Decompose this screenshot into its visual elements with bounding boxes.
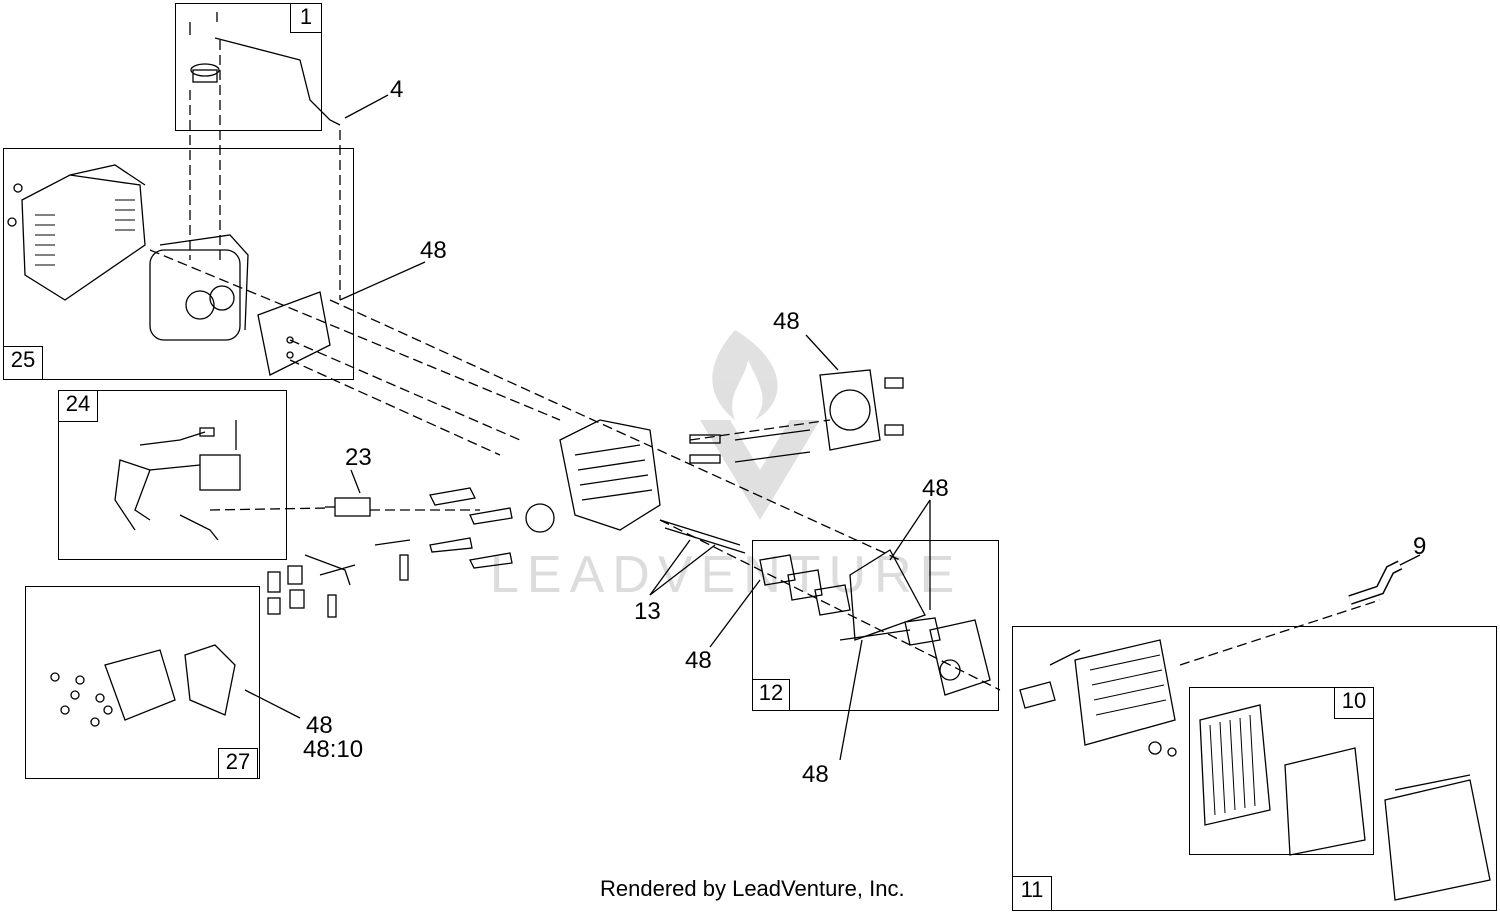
group-tag-24: 24: [58, 390, 98, 422]
callout-23: 23: [345, 444, 372, 471]
group-box-25: [3, 148, 354, 380]
group-box-1: [175, 3, 322, 131]
spark-plug-part: [325, 487, 555, 569]
watermark-logo: [700, 330, 820, 520]
group-tag-10: 10: [1334, 687, 1374, 719]
callout-13: 13: [634, 598, 661, 625]
air-filter-element-part: [1199, 704, 1366, 856]
group-box-10: [1189, 687, 1374, 855]
cylinder-head-part: [559, 419, 811, 531]
push-rods-part: [659, 519, 746, 554]
group-box-11: [1012, 626, 1497, 911]
callout-48-carb-bottom: 48: [802, 761, 829, 788]
carburetor-part: [759, 549, 991, 696]
callout-4: 4: [390, 76, 404, 103]
diagram-lines: [7, 12, 1491, 901]
callout-48-head-gasket: 48: [773, 308, 800, 335]
callout-48-10: 48:10: [303, 736, 364, 763]
callout-48-valve-cover: 48: [306, 712, 333, 739]
group-tag-12: 12: [752, 679, 790, 711]
group-box-12: [752, 540, 999, 711]
group-tag-27: 27: [218, 748, 258, 779]
callout-48-muffler-gasket: 48: [420, 237, 447, 264]
group-box-24: [58, 390, 287, 560]
leader-lines: [244, 94, 1421, 761]
alignment-lines: [149, 40, 1381, 691]
breather-tube-part: [1348, 560, 1403, 605]
group-box-27: [25, 586, 260, 779]
group-tag-11: 11: [1012, 876, 1052, 911]
throttle-cable-part: [189, 12, 341, 126]
ignition-coil-part: [114, 420, 241, 541]
footer-credit: Rendered by LeadVenture, Inc.: [600, 876, 905, 901]
callout-9: 9: [1413, 533, 1427, 560]
group-tag-1: 1: [290, 3, 322, 33]
head-gasket-part: [819, 369, 904, 451]
callout-48-carb-top: 48: [922, 475, 949, 502]
watermark-text: LEADVENTURE: [490, 546, 962, 604]
group-tag-25: 25: [3, 346, 43, 380]
callout-48-carb-left: 48: [685, 647, 712, 674]
valve-cover-part: [50, 644, 236, 727]
valve-train-part: [267, 539, 411, 618]
air-cleaner-cover-part: [1384, 774, 1491, 901]
air-cleaner-part: [1019, 639, 1177, 757]
muffler-assembly-part: [7, 164, 331, 376]
